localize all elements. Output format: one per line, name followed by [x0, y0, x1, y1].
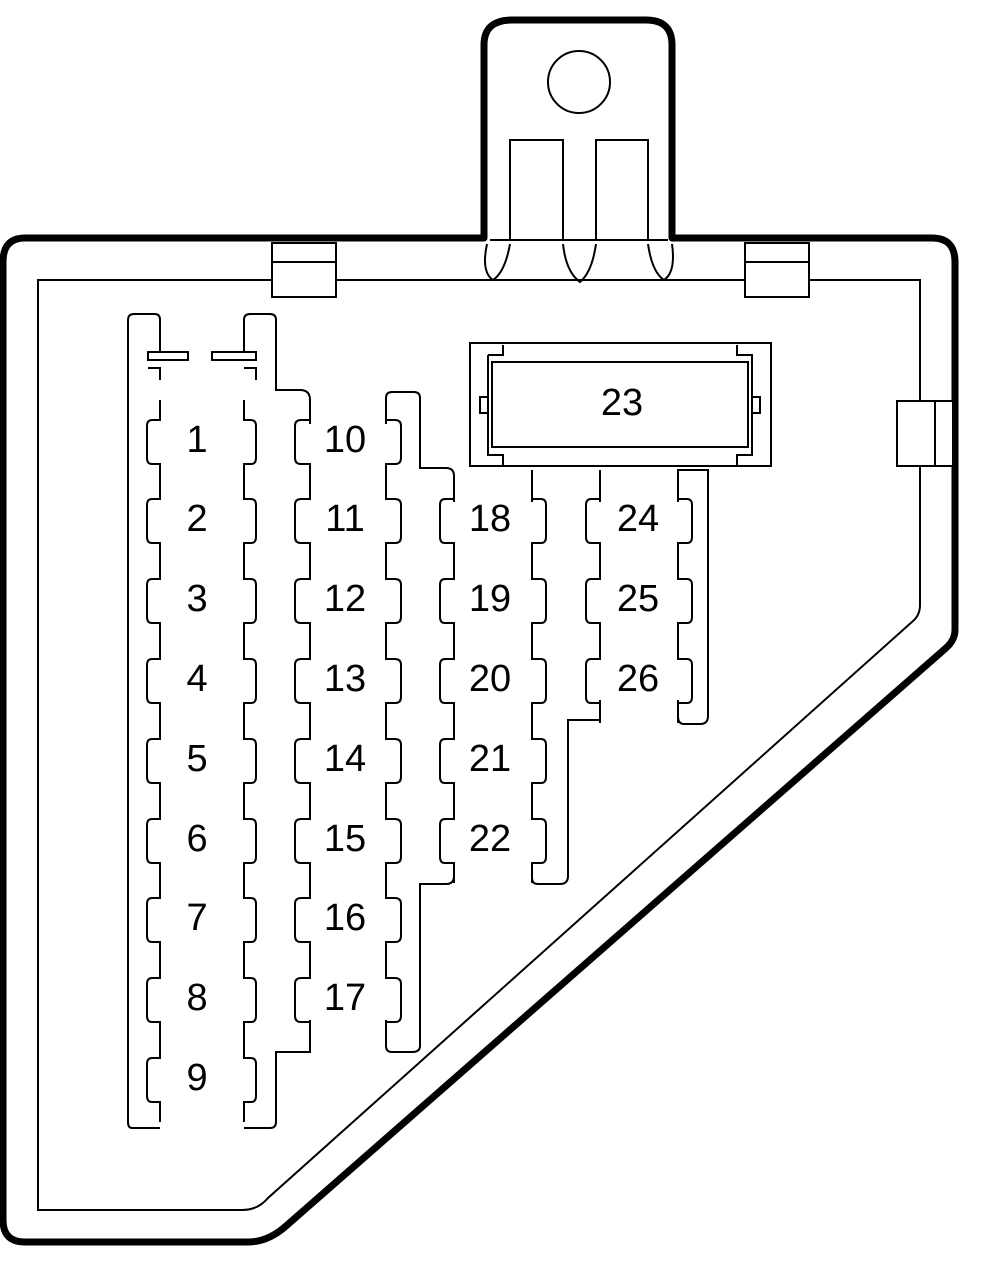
fuse-label: 13 [324, 658, 366, 700]
fuse-column-3: 18 19 20 21 22 [439, 478, 547, 884]
latch-clip-right [896, 400, 954, 467]
fuse-label: 19 [469, 578, 511, 620]
fuse-label: 6 [186, 818, 207, 860]
relay-pin-left [479, 396, 489, 414]
bus-rail-col2-right [385, 391, 455, 502]
fuse-label: 11 [325, 498, 364, 540]
relay-inner [491, 361, 749, 448]
bus-rail-col3-bottom [531, 700, 601, 885]
fuse-label: 18 [469, 498, 511, 540]
fuse-label: 8 [186, 977, 207, 1019]
fuse-label: 10 [324, 419, 366, 461]
mounting-slot-right [595, 139, 649, 240]
latch-clip-top-right [744, 242, 810, 298]
fuse-column-4: 24 25 26 [585, 478, 693, 724]
fuse-7: 7 [146, 877, 257, 963]
mounting-slot-left [509, 139, 564, 240]
fuse-1: 1 [146, 399, 257, 485]
fuse-column-2: 10 11 12 13 14 15 16 17 [294, 399, 402, 1043]
fuse-label: 20 [469, 658, 511, 700]
fuse-column-1: 1 2 3 4 5 6 7 8 9 [146, 399, 257, 1123]
fuse-label: 4 [186, 658, 207, 700]
relay-23-label: 23 [601, 382, 643, 424]
fuse-label: 21 [469, 738, 511, 780]
fuse-label: 17 [324, 977, 366, 1019]
fuse-18: 18 [439, 478, 547, 564]
fuse-9: 9 [146, 1037, 257, 1123]
fuse-16: 16 [294, 877, 402, 963]
fuse-21: 21 [439, 718, 547, 804]
bus-rail-col1-right-top [243, 313, 311, 424]
fuse-box-inner-outline [37, 279, 921, 1211]
fuse-19: 19 [439, 558, 547, 644]
fuse-5: 5 [146, 718, 257, 804]
fuse-20: 20 [439, 638, 547, 724]
bus-rail-col1-right-bar [211, 340, 257, 380]
fuse-22: 22 [439, 798, 547, 884]
fuse-label: 26 [617, 658, 659, 700]
fuse-24: 24 [585, 478, 693, 564]
fuse-11: 11 [294, 478, 402, 564]
fuse-label: 5 [186, 738, 207, 780]
fuse-25: 25 [585, 558, 693, 644]
relay-pin-right [751, 396, 761, 414]
fuse-6: 6 [146, 798, 257, 884]
fuse-17: 17 [294, 957, 402, 1043]
fuse-8: 8 [146, 957, 257, 1043]
fuse-label: 14 [324, 738, 366, 780]
bus-rail-col1-left [127, 313, 161, 1129]
fuse-3: 3 [146, 558, 257, 644]
relay-23 [469, 342, 772, 467]
fuse-2: 2 [146, 478, 257, 564]
fuse-label: 22 [469, 818, 511, 860]
mounting-tab-scallops [484, 243, 674, 284]
bus-rail-col1-right [244, 1020, 311, 1129]
fuse-12: 12 [294, 558, 402, 644]
fuse-13: 13 [294, 638, 402, 724]
fuse-box-outer-housing [0, 16, 959, 1246]
fuse-label: 24 [617, 498, 659, 540]
fuse-label: 15 [324, 818, 366, 860]
fuse-label: 7 [186, 897, 207, 939]
fuse-label: 25 [617, 578, 659, 620]
fuse-label: 1 [186, 419, 207, 461]
bus-rails [127, 313, 709, 1129]
bus-rail-col2-right-bottom [385, 862, 455, 1053]
fuse-label: 12 [324, 578, 366, 620]
mounting-tab [484, 50, 674, 284]
latch-clip-top-left [271, 242, 337, 298]
fuse-15: 15 [294, 798, 402, 884]
fuse-4: 4 [146, 638, 257, 724]
fuse-label: 16 [324, 897, 366, 939]
fuse-label: 2 [186, 498, 207, 540]
fuse-26: 26 [585, 638, 693, 724]
bus-rail-col1-left-top [147, 340, 189, 380]
fuse-14: 14 [294, 718, 402, 804]
latch-clips [271, 242, 954, 467]
fuse-10: 10 [294, 399, 402, 485]
relay-frame [469, 342, 772, 467]
fuse-label: 9 [186, 1057, 207, 1099]
fuse-label: 3 [186, 578, 207, 620]
mounting-hole [547, 50, 611, 114]
